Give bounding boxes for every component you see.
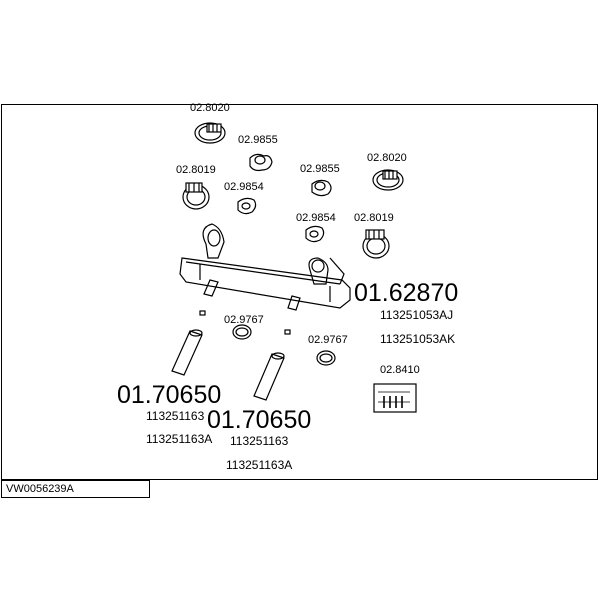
label-gasket-right: 02.9854: [296, 212, 336, 224]
ref-pipe-left-2: 113251163A: [146, 432, 213, 446]
label-ring-left: 02.9767: [224, 314, 264, 326]
label-clamp-top-left: 02.8020: [190, 102, 230, 114]
nut-icon: [199, 310, 206, 316]
part-number-pipe-right: 01.70650: [207, 406, 312, 434]
clamp-icon: [194, 122, 226, 144]
gasket-icon: [305, 225, 325, 243]
pipe-icon: [171, 329, 203, 376]
label-clamp-top-right: 02.8020: [367, 152, 407, 164]
label-gasket-mid-left: 02.9854: [224, 181, 264, 193]
vehicle-code: VW0056239A: [1, 480, 150, 498]
label-ring-right: 02.9767: [308, 334, 348, 346]
diagram-frame: [1, 104, 598, 480]
ring-icon: [316, 350, 336, 366]
manifold-icon: [179, 223, 351, 311]
ref-pipe-right-2: 113251163A: [226, 458, 293, 472]
label-mounting-kit: 02.8410: [380, 364, 420, 376]
label-gasket-center: 02.9855: [300, 163, 340, 175]
clamp-icon: [182, 182, 210, 210]
label-gasket-top: 02.9855: [238, 134, 278, 146]
ref-manifold-1: 113251053AJ: [380, 308, 454, 322]
clamp-icon: [372, 169, 404, 191]
part-number-manifold: 01.62870: [354, 279, 459, 307]
label-clamp-right: 02.8019: [354, 212, 394, 224]
part-number-pipe-left: 01.70650: [117, 381, 222, 409]
gasket-icon: [237, 197, 257, 215]
gasket-icon: [249, 153, 273, 172]
clamp-icon: [362, 229, 390, 259]
gasket-icon: [311, 179, 332, 197]
ref-pipe-right-1: 113251163: [230, 434, 289, 448]
pipe-icon: [253, 352, 285, 401]
nut-icon: [284, 329, 291, 335]
ref-manifold-2: 113251053AK: [380, 332, 456, 346]
ring-icon: [232, 324, 252, 340]
ref-pipe-left-1: 113251163: [146, 409, 205, 423]
label-clamp-mid-left: 02.8019: [176, 164, 216, 176]
mounting-kit-icon: [373, 383, 417, 413]
